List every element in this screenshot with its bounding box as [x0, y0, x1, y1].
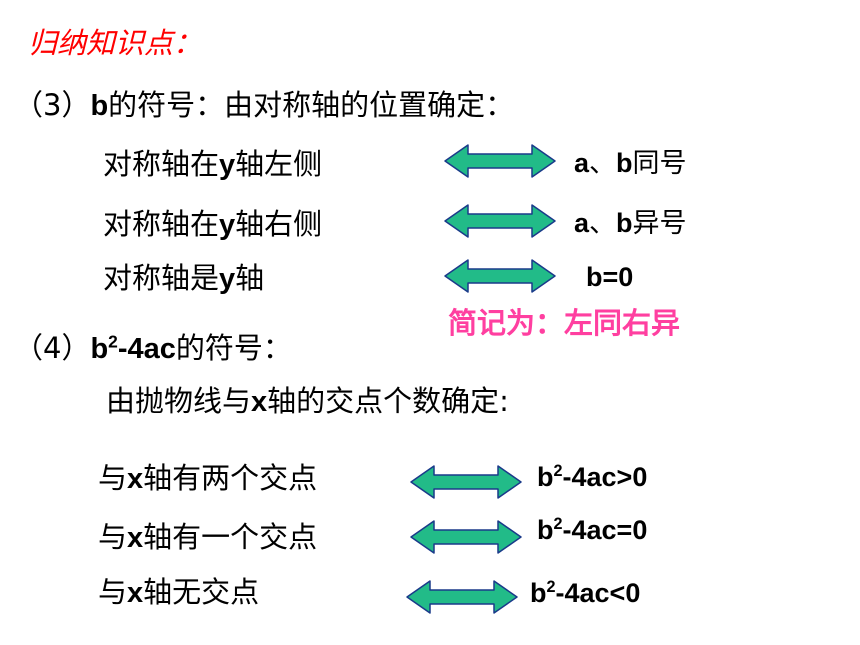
double-arrow-icon — [444, 204, 556, 238]
double-arrow-icon — [410, 465, 522, 499]
section-4-heading: （4）b2-4ac的符号： — [14, 331, 292, 365]
double-arrow-icon — [444, 259, 556, 293]
rule-axis-label: 对称轴是y轴 — [103, 261, 265, 295]
rule-axis-result: b=0 — [586, 262, 634, 292]
double-arrow-icon — [406, 580, 518, 614]
intersect-one-result: b2-4ac=0 — [537, 515, 648, 545]
intersect-one-label: 与x轴有一个交点 — [98, 520, 318, 554]
double-arrow-icon — [444, 144, 556, 178]
section-3-number: （3） — [14, 88, 91, 122]
section-3-heading: （3）b的符号：由对称轴的位置确定： — [14, 82, 514, 124]
intersect-two-result: b2-4ac>0 — [537, 462, 648, 492]
double-arrow-icon — [410, 520, 522, 554]
rule-left-label: 对称轴在y轴左侧 — [103, 147, 323, 181]
page-title: 归纳知识点： — [28, 26, 203, 60]
section-3-variable: b — [90, 90, 109, 122]
intersect-none-label: 与x轴无交点 — [98, 575, 260, 609]
rule-right-result: a、b异号 — [574, 208, 687, 239]
section-4-subtitle: 由抛物线与x轴的交点个数确定: — [106, 384, 509, 418]
rule-left-result: a、b同号 — [574, 148, 687, 179]
rule-right-label: 对称轴在y轴右侧 — [103, 207, 323, 241]
intersect-none-result: b2-4ac<0 — [530, 578, 641, 608]
intersect-two-label: 与x轴有两个交点 — [98, 461, 318, 495]
section-3-text: 的符号：由对称轴的位置确定： — [108, 88, 515, 122]
summary-note: 简记为：左同右异 — [448, 306, 681, 340]
